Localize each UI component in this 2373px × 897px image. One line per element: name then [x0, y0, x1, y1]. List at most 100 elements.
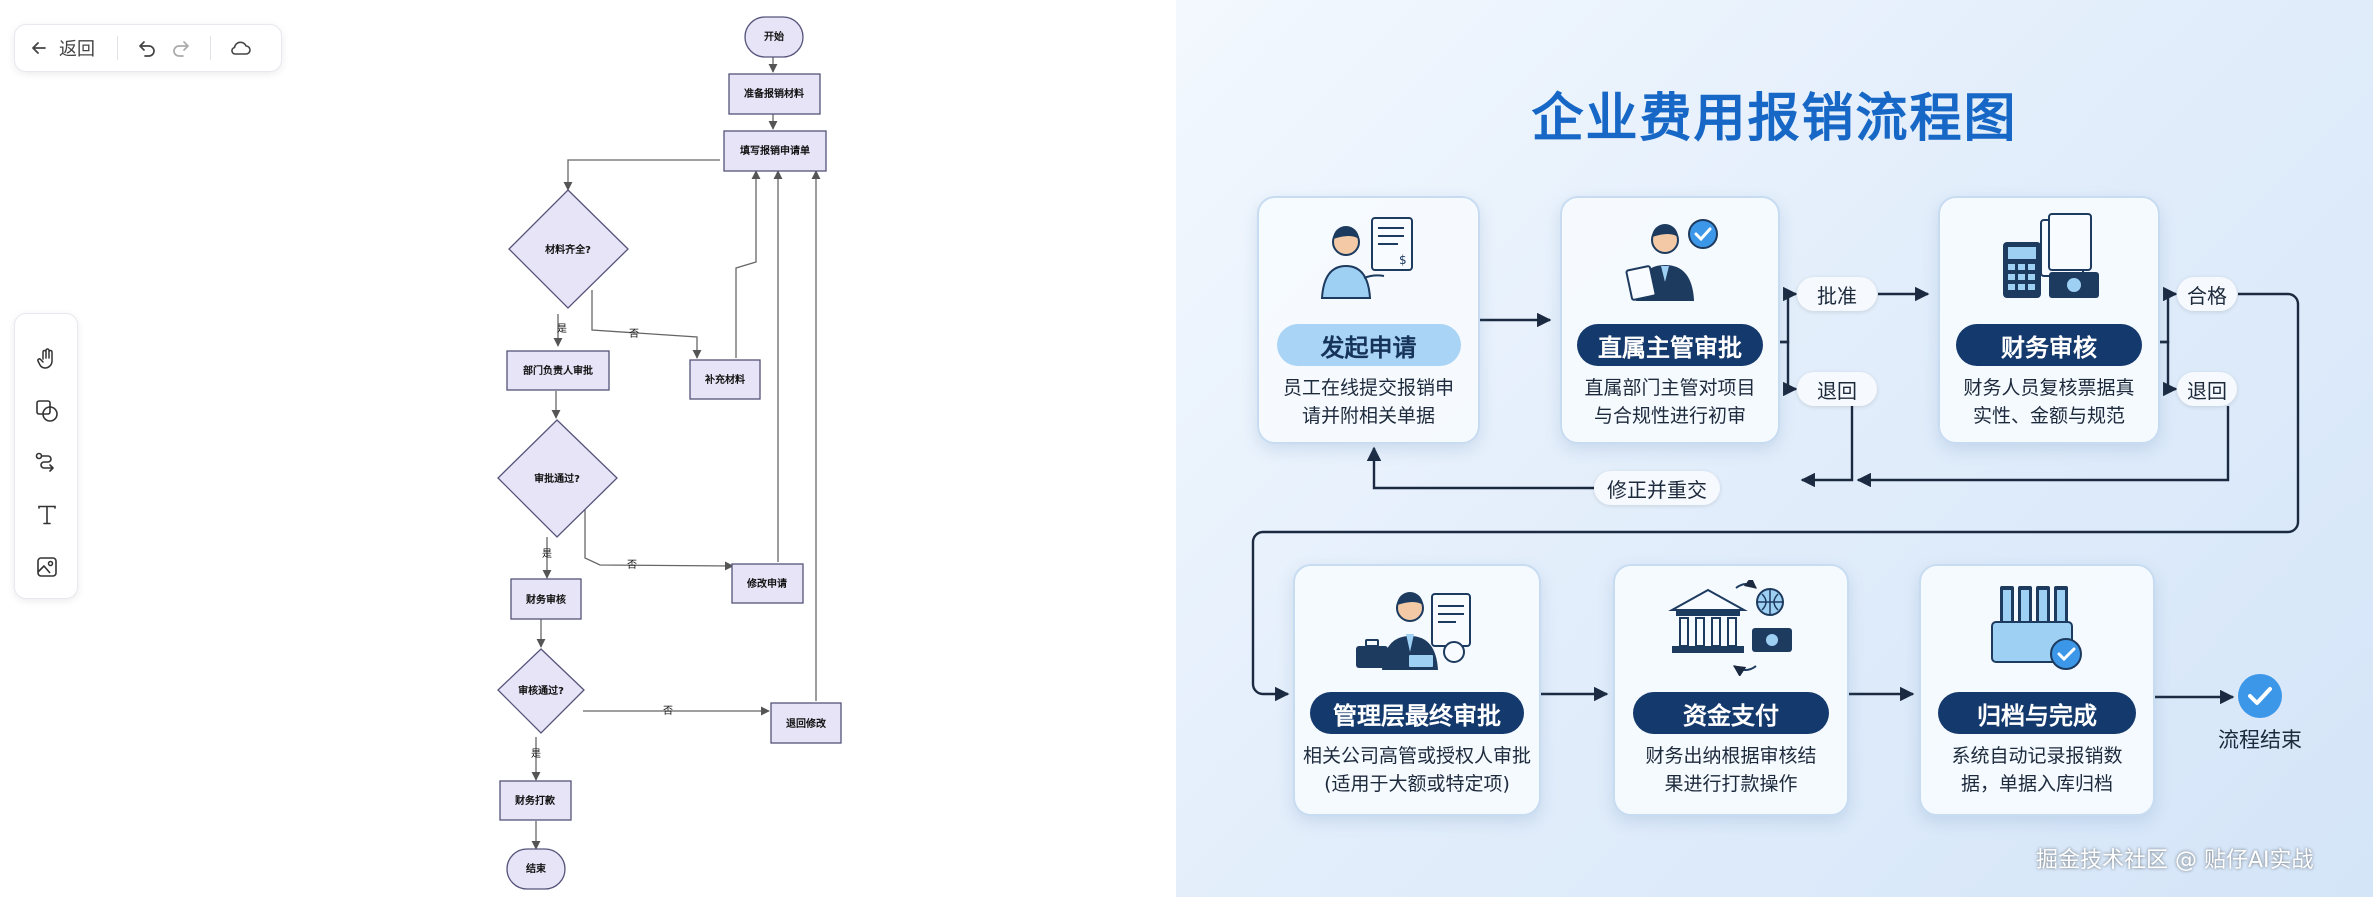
image-icon [37, 557, 57, 577]
executive-document-icon [1356, 592, 1471, 670]
back-button[interactable]: 返回 [29, 32, 105, 64]
infographic-title: 企业费用报销流程图 [1531, 89, 2018, 149]
manager-check-icon [1625, 219, 1718, 301]
connector-tool[interactable] [27, 443, 67, 483]
text-tool[interactable] [27, 495, 67, 535]
node-review-passed-label: 审核通过? [518, 684, 564, 697]
edge-label-yes: 是 [557, 323, 567, 335]
arrow-to-pass [2160, 286, 2178, 344]
step-pill-supervisor: 直属主管审批 [1577, 324, 1763, 366]
step-desc-line2: 据，单据入库归档 [1960, 773, 2113, 795]
node-approved[interactable] [497, 419, 618, 538]
node-review-passed[interactable] [497, 648, 585, 734]
step-pill-payment: 资金支付 [1633, 692, 1829, 734]
employee-receipt-icon: $ [1320, 217, 1413, 299]
undo-icon [139, 41, 155, 57]
text-icon [38, 505, 56, 525]
step-card-management: 管理层最终审批 相关公司高管或授权人审批 (适用于大额或特定项) [1293, 564, 1541, 816]
node-modify[interactable] [731, 563, 804, 604]
node-prepare[interactable] [728, 73, 821, 115]
process-connectors [1251, 286, 2300, 705]
node-end-label: 结束 [526, 862, 547, 875]
step-card-finance: 财务审核 财务人员复核票据真 实性、金额与规范 [1938, 196, 2160, 444]
step-card-supervisor: 直属主管审批 直属部门主管对项目 与合规性进行初审 [1560, 196, 1780, 444]
step-pill-management: 管理层最终审批 [1310, 692, 1524, 734]
arrow-return2-fix [1856, 406, 2230, 488]
redo-icon [173, 41, 189, 57]
hand-icon [37, 348, 53, 369]
edge-label-yes: 是 [531, 748, 541, 760]
step-desc-line1: 财务人员复核票据真 [1963, 377, 2135, 399]
node-dept-review-label: 部门负责人审批 [523, 364, 593, 377]
step-pill-finance: 财务审核 [1956, 324, 2142, 366]
arrow-pass-step4 [1251, 292, 2300, 702]
edge-label-yes: 是 [542, 548, 552, 560]
redo-button[interactable] [164, 32, 198, 64]
node-materials-complete-label: 材料齐全? [545, 243, 591, 256]
toolbar-divider [210, 36, 211, 60]
step-desc-line2: 与合规性进行初审 [1593, 405, 1746, 427]
edge-label-no: 否 [627, 559, 637, 571]
watermark: 掘金技术社区 @ 贴仔AI实战 [2036, 848, 2314, 873]
check-circle-icon [2238, 674, 2282, 718]
node-return-modify[interactable] [770, 702, 842, 744]
node-materials-complete[interactable] [508, 189, 629, 309]
arrow-return1-fix [1800, 406, 1854, 488]
node-finance-review-label: 财务审核 [525, 593, 566, 606]
node-fill-form[interactable] [723, 130, 827, 172]
arrow-fix-step1 [1366, 446, 1594, 490]
step-desc-line2: (适用于大额或特定项) [1324, 773, 1510, 795]
step-card-submit: $ 发起申请 员工在线提交报销申 请并附相关单据 [1257, 196, 1480, 444]
cloud-save-button[interactable] [223, 32, 257, 64]
step-desc-line1: 员工在线提交报销申 [1282, 377, 1454, 399]
shape-tool[interactable] [27, 391, 67, 431]
back-label: 返回 [59, 39, 95, 60]
node-payment-label: 财务打款 [514, 794, 556, 807]
node-supplement[interactable] [689, 359, 761, 400]
edge-label-no: 否 [629, 328, 639, 340]
node-prepare-label: 准备报销材料 [744, 87, 804, 100]
node-supplement-label: 补充材料 [704, 373, 745, 386]
edge-supplement-fill [735, 170, 761, 358]
fix-resubmit-tag: 修正并重交 [1594, 471, 1720, 505]
step-desc-line2: 果进行打款操作 [1664, 773, 1798, 795]
node-return-modify-label: 退回修改 [786, 717, 827, 730]
node-start[interactable] [744, 16, 804, 58]
flowchart-canvas: 开始 准备报销材料 填写报销申请单 材料齐全? 部门负责人审批 补充材料 审批通… [497, 16, 842, 890]
connector-icon [35, 452, 54, 472]
branch-return-tag: 退回 [2177, 372, 2237, 406]
step-desc-line1: 财务出纳根据审核结 [1645, 745, 1817, 767]
top-toolbar: 返回 [14, 24, 282, 72]
step-card-archive: 归档与完成 系统自动记录报销数 据，单据入库归档 [1919, 564, 2155, 816]
step-desc-line1: 直属部门主管对项目 [1584, 377, 1756, 399]
image-tool[interactable] [27, 547, 67, 587]
step-desc-line2: 请并附相关单据 [1301, 405, 1435, 427]
node-payment[interactable] [499, 780, 572, 821]
node-start-label: 开始 [764, 30, 784, 43]
node-end[interactable] [506, 848, 566, 890]
arrow-left-icon [32, 42, 46, 54]
step-desc-line1: 系统自动记录报销数 [1951, 745, 2123, 767]
node-finance-review[interactable] [510, 578, 582, 620]
hand-tool[interactable] [27, 339, 67, 379]
step-card-payment: 资金支付 财务出纳根据审核结 果进行打款操作 [1613, 564, 1849, 816]
node-fill-form-label: 填写报销申请单 [740, 144, 810, 157]
node-approved-label: 审批通过? [534, 472, 580, 485]
undo-button[interactable] [130, 32, 164, 64]
step-pill-submit: 发起申请 [1276, 324, 1461, 366]
arrow-to-return-1 [1780, 340, 1798, 397]
svg-text:$: $ [1399, 253, 1407, 267]
reimbursement-infographic: 企业费用报销流程图 $ 发起申请 员工在线提交报销申 请并附相关单据 直属主管审… [1176, 0, 2373, 897]
edge-no-supplement [591, 290, 702, 359]
step-pill-archive: 归档与完成 [1938, 692, 2136, 734]
side-toolbox [14, 313, 78, 599]
node-modify-label: 修改申请 [746, 577, 787, 590]
edge-fill-check [563, 159, 720, 191]
toolbar-divider [117, 36, 118, 60]
calculator-documents-icon [2003, 213, 2099, 298]
branch-return-tag: 退回 [1797, 372, 1877, 406]
node-dept-review[interactable] [506, 350, 610, 391]
bank-transfer-icon [1668, 580, 1792, 676]
process-end-label: 流程结束 [2218, 728, 2302, 752]
shapes-icon [36, 400, 58, 422]
